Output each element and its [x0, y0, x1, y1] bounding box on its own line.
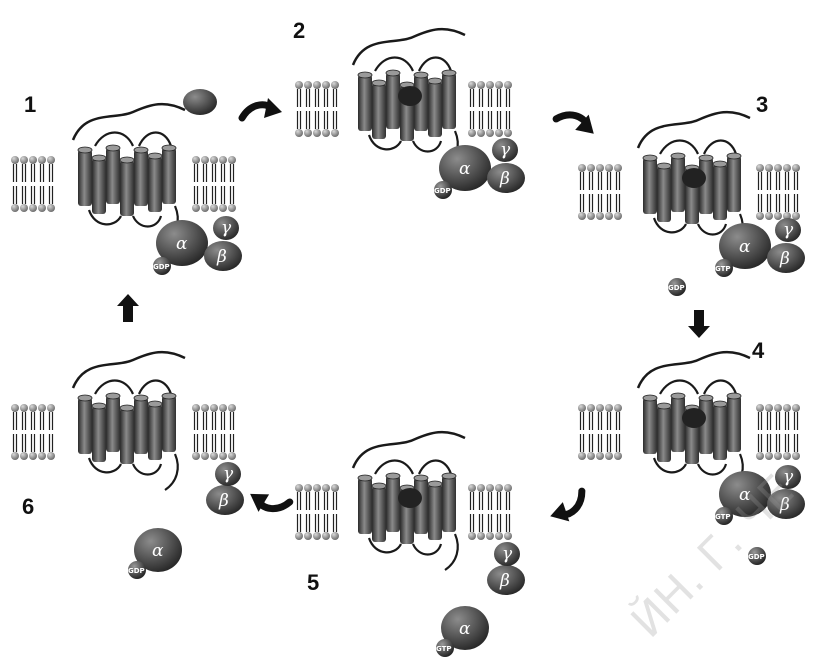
- step-number-2: 2: [293, 18, 305, 43]
- step-number-4: 4: [752, 338, 765, 363]
- step-5-panel: β γ α GTP 5: [295, 432, 525, 657]
- beta-label: β: [779, 249, 790, 269]
- arrow-5-to-6: [245, 488, 289, 520]
- gtp-label: GTP: [436, 645, 452, 653]
- gamma-label: γ: [500, 140, 511, 160]
- g-protein-trimer: α β γ GDP: [153, 216, 242, 275]
- bound-ligand: [398, 86, 422, 106]
- beta-label: β: [218, 491, 229, 511]
- watermark-text: ЙН. Г. ЧЕ: [620, 464, 804, 648]
- bound-ligand: [682, 408, 706, 428]
- alpha-label: α: [459, 159, 471, 179]
- g-protein-trimer: α β γ GTP: [715, 218, 805, 277]
- alpha-label: α: [152, 541, 164, 561]
- g-protein-trimer: α β γ GTP: [715, 465, 805, 525]
- g-protein-trimer: α β γ GDP: [434, 138, 525, 199]
- bound-ligand: [398, 488, 422, 508]
- step-3-panel: α β γ GTP GDP 3: [578, 92, 805, 296]
- arrow-1-to-2: [242, 98, 282, 118]
- alpha-label: α: [739, 485, 751, 505]
- ligand: [183, 89, 217, 115]
- bound-ligand: [682, 168, 706, 188]
- arrow-3-to-4: [688, 310, 710, 338]
- step-1-panel: α β γ GDP 1: [11, 89, 242, 275]
- gtp-label: GTP: [715, 513, 731, 521]
- gamma-label: γ: [502, 544, 513, 564]
- beta-label: β: [216, 247, 227, 267]
- alpha-label: α: [459, 619, 471, 639]
- step-6-panel: β γ α GDP 6: [11, 352, 244, 579]
- arrow-6-to-1: [117, 294, 139, 322]
- gtp-label: GTP: [715, 265, 731, 273]
- alpha-label: α: [176, 234, 188, 254]
- arrow-4-to-5: [547, 491, 592, 528]
- free-alpha-subunit: α GTP: [436, 606, 489, 657]
- step-number-5: 5: [307, 570, 319, 595]
- gamma-label: γ: [221, 218, 232, 238]
- step-number-6: 6: [22, 494, 34, 519]
- step-2-panel: α β γ GDP 2: [293, 18, 525, 199]
- gdp-label: GDP: [434, 187, 451, 195]
- gdp-label: GDP: [153, 263, 170, 271]
- beta-label: β: [499, 169, 510, 189]
- gamma-label: γ: [223, 464, 234, 484]
- beta-label: β: [499, 571, 510, 591]
- arrow-2-to-3: [556, 102, 601, 139]
- step-number-1: 1: [24, 92, 36, 117]
- free-alpha-subunit: α GDP: [128, 528, 182, 579]
- step-4-panel: α β γ GTP GDP 4: [578, 338, 805, 565]
- beta-gamma-dimer: β γ: [206, 462, 244, 515]
- alpha-label: α: [739, 237, 751, 257]
- free-gdp-label: GDP: [748, 553, 765, 561]
- beta-label: β: [779, 495, 790, 515]
- gamma-label: γ: [783, 467, 794, 487]
- step-number-3: 3: [756, 92, 768, 117]
- gamma-label: γ: [783, 220, 794, 240]
- gdp-label: GDP: [128, 567, 145, 575]
- free-gdp-label: GDP: [668, 284, 685, 292]
- beta-gamma-dimer: β γ: [487, 542, 525, 595]
